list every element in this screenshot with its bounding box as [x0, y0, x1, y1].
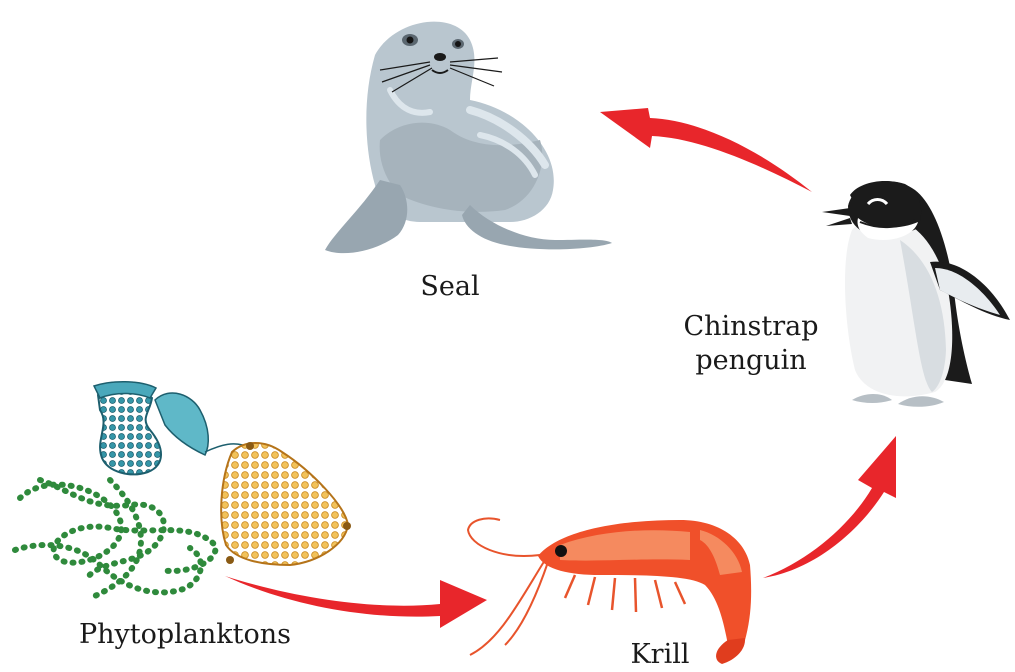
- arrow-krill-to-penguin: [763, 436, 896, 578]
- phytoplankton-icon: [15, 382, 351, 598]
- seal-label: Seal: [410, 270, 490, 304]
- krill-icon: [468, 518, 751, 664]
- penguin-label: Chinstrap penguin: [676, 310, 826, 378]
- seal-icon: [325, 22, 612, 254]
- arrow-penguin-to-seal: [600, 108, 812, 192]
- penguin-icon: [822, 181, 1010, 407]
- phytoplankton-label: Phytoplanktons: [70, 618, 300, 652]
- krill-label: Krill: [620, 638, 700, 672]
- penguin-label-line1: Chinstrap: [676, 310, 826, 344]
- penguin-label-line2: penguin: [676, 344, 826, 378]
